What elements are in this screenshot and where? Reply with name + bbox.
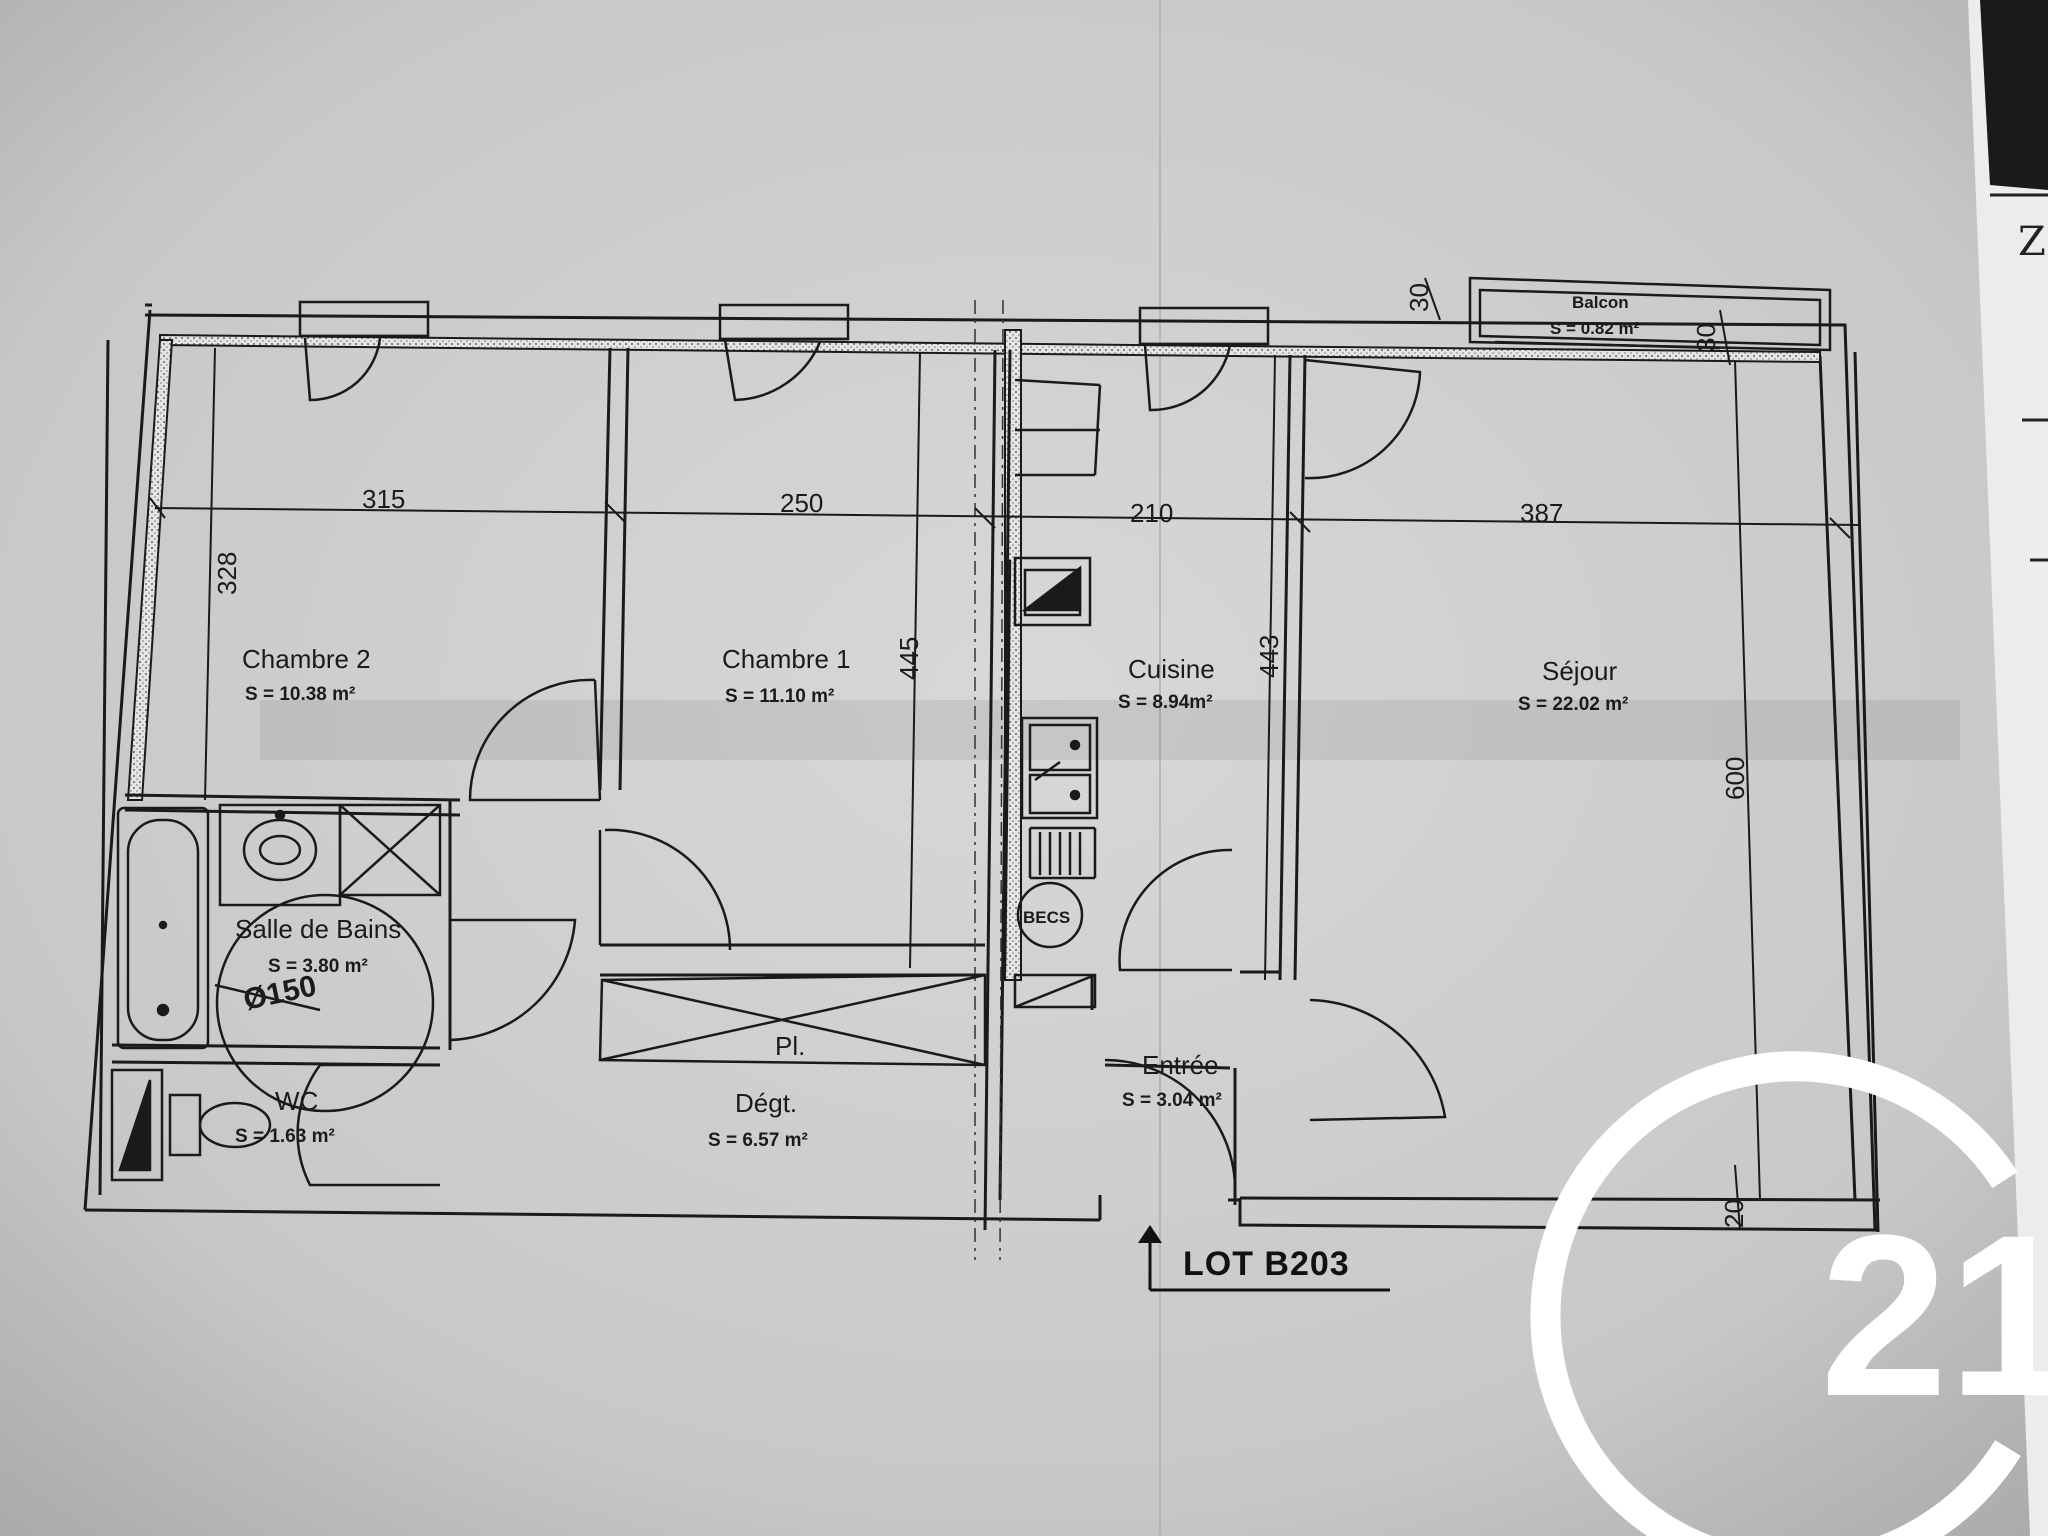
dimension-labels: 315 250 210 387 328 445 443 600 30 30 20 [212,283,1750,1228]
room-name-chambre-1: Chambre 1 [722,644,851,674]
dimension-label: 443 [1254,635,1284,678]
balcony [1468,276,1832,352]
bathroom-fixtures [110,803,442,1182]
room-area-entree: S = 3.04 m² [1122,1090,1222,1111]
room-area-chambre-2: S = 10.38 m² [245,684,355,705]
placard-label: Pl. [775,1031,805,1061]
room-name-balcon: Balcon [1572,293,1629,312]
becs-label: BECS [1023,908,1070,927]
dimension-label: 20 [1719,1199,1749,1228]
room-area-cuisine: S = 8.94m² [1118,692,1213,713]
kitchen-fixtures [1003,378,1102,1009]
windows [298,300,1270,346]
room-name-salle-de-bains: Salle de Bains [235,914,401,944]
room-name-entree: Entrée [1142,1050,1219,1080]
dimension-label: 250 [780,488,823,518]
dimension-label: 600 [1720,757,1750,800]
corner-letter: Z [2018,219,2046,265]
room-name-wc: WC [275,1086,318,1116]
lot-label: LOT B203 [1183,1245,1350,1283]
dimension-label: 210 [1130,498,1173,528]
watermark-shadow [260,700,1960,760]
agency-logo: 21 [1530,1051,2048,1536]
dimension-label: 30 [1691,323,1721,352]
dimension-label: 445 [894,637,924,680]
room-area-chambre-1: S = 11.10 m² [725,686,834,707]
room-name-degt: Dégt. [735,1088,797,1118]
room-area-salle-de-bains: S = 3.80 m² [268,956,368,977]
room-name-cuisine: Cuisine [1128,654,1215,684]
room-area-balcon: S = 0.82 m² [1550,319,1640,338]
entrance-arrow [1138,1225,1390,1292]
dimension-label: 328 [212,552,242,595]
logo-number: 21 [1820,1187,2048,1444]
doors [296,337,1447,1196]
room-area-sejour: S = 22.02 m² [1518,694,1628,715]
room-area-degt: S = 6.57 m² [708,1130,808,1151]
right-page-edge: Z [1968,0,2048,1536]
dimension-label: 387 [1520,498,1563,528]
room-name-sejour: Séjour [1542,656,1617,686]
placard-closet [598,973,987,1067]
logo-ring [1530,1051,2021,1536]
room-labels: Chambre 2 S = 10.38 m² Chambre 1 S = 11.… [235,293,1640,1151]
dimension-label: 30 [1404,283,1434,312]
dimension-label: 315 [362,484,405,514]
room-area-wc: S = 1.63 m² [235,1126,335,1147]
room-name-chambre-2: Chambre 2 [242,644,371,674]
